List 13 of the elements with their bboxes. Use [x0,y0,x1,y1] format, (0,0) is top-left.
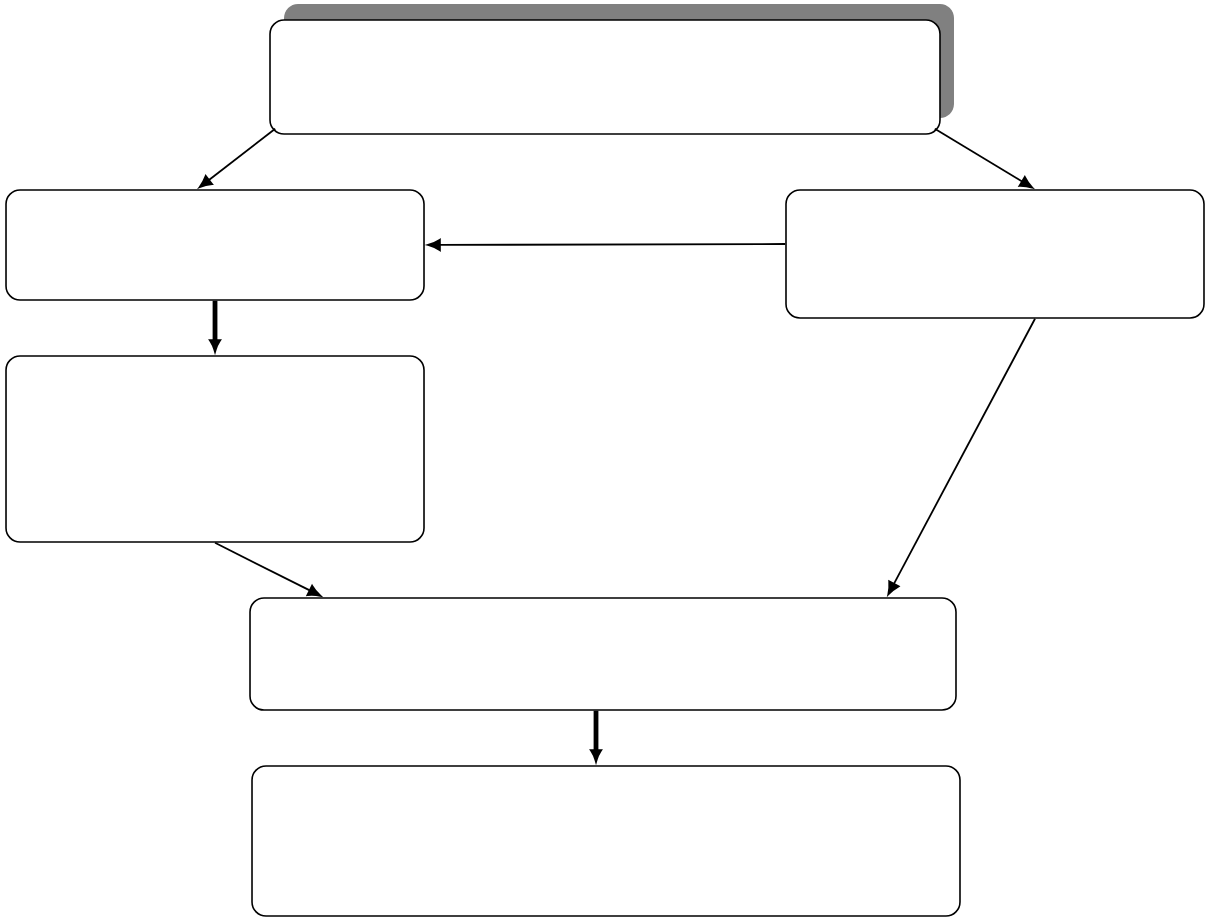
arrow [933,127,1034,189]
arrow [198,127,277,189]
rounded-box [785,189,1205,319]
arrow [887,317,1036,596]
arrow [427,238,787,252]
rounded-box [269,4,954,135]
arrow [209,300,221,352]
rounded-box [251,765,961,917]
rounded-box [5,189,425,301]
rounded-box [5,355,425,543]
arrow [590,710,602,762]
rounded-box [249,597,957,711]
arrow [214,541,322,597]
